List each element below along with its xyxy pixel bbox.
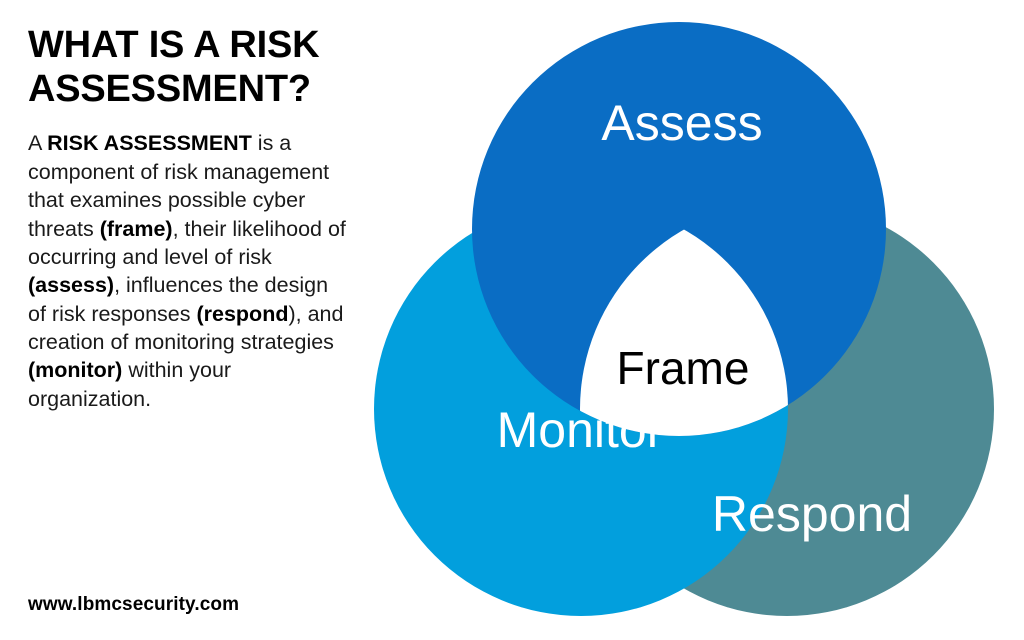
venn-diagram-svg: Assess Monitor Respond Frame [374,22,994,616]
page-title: WHAT IS A RISK ASSESSMENT? [28,24,320,110]
venn-circle-assess[interactable] [472,22,886,436]
description-segment: (respond [196,301,289,326]
description-segment: (assess) [28,273,115,298]
venn-label-monitor: Monitor [497,402,664,458]
venn-diagram: Assess Monitor Respond Frame [360,0,1024,640]
text-column: WHAT IS A RISK ASSESSMENT? A RISK ASSESS… [28,24,358,624]
description-segment: (frame) [99,216,173,241]
description-segment: RISK ASSESSMENT [47,131,252,156]
website-url[interactable]: www.lbmcsecurity.com [28,594,240,615]
description-segment: A [28,131,48,156]
description-segment: , influences the design of risk response… [28,273,329,326]
description-segment: (monitor) [28,358,123,383]
venn-label-frame: Frame [617,342,750,394]
description-paragraph: A RISK ASSESSMENT is a component of risk… [28,129,350,413]
description-segment: , their likelihood of occurring and leve… [28,216,346,269]
venn-label-assess: Assess [601,95,762,151]
description-segment: ), and creation of monitoring strategies [28,301,344,354]
venn-label-respond: Respond [712,486,912,542]
description-segment: within your organization. [28,358,232,411]
description-segment: is a component of risk management that e… [28,131,330,241]
